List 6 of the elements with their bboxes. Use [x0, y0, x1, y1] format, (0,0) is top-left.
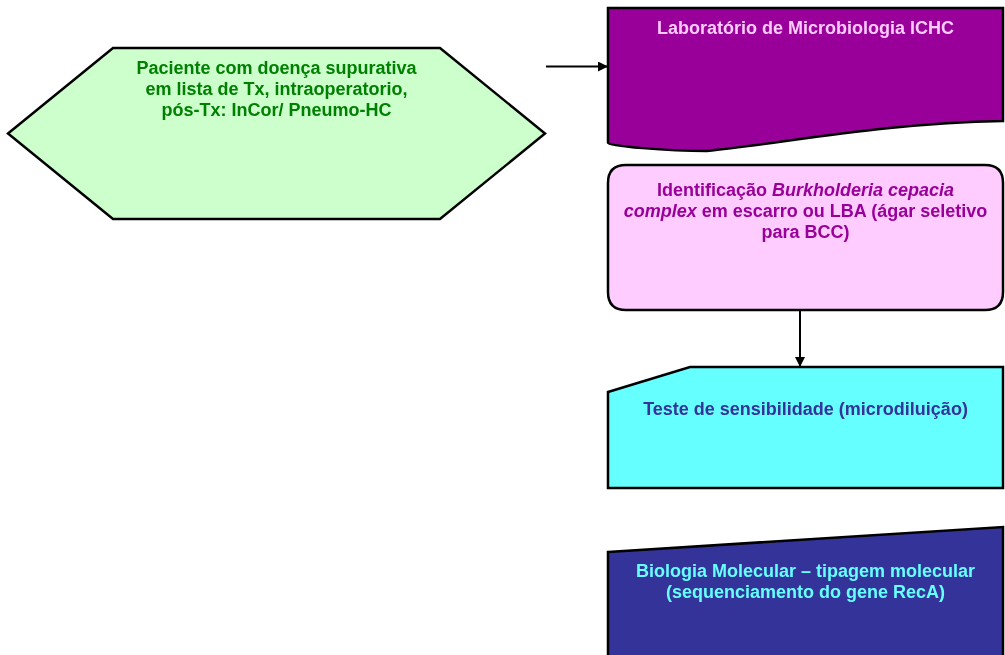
node-text: Identificação Burkholderia cepacia complex em escarro ou LBA (ágar seletivo para BCC)	[623, 180, 988, 243]
arrow	[545, 61, 608, 72]
node-text: Teste de sensibilidade (microdiluição)	[642, 399, 969, 420]
node-text: Paciente com doença supurativa em lista de Tx, intraoperatorio, pós-Tx: InCor/ Pneumo-HC	[135, 58, 418, 121]
node-text: Laboratório de Microbiologia ICHC	[656, 18, 955, 39]
node-text: Biologia Molecular – tipagem molecular (sequenciamento do gene RecA)	[634, 561, 977, 603]
